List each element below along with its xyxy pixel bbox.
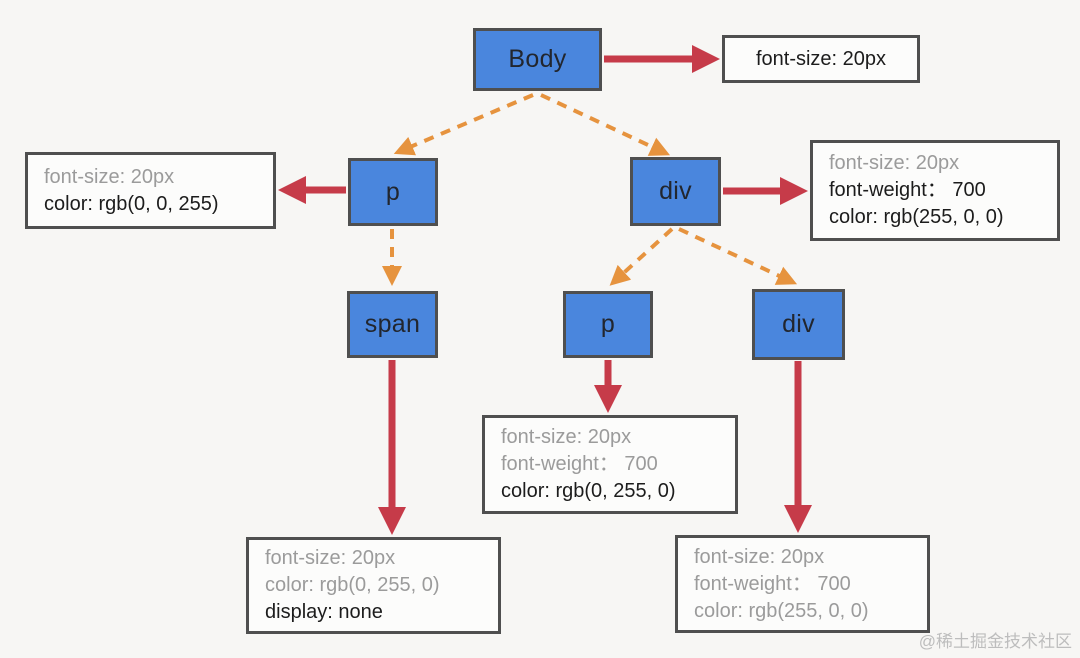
css-rule-line: color: rgb(255, 0, 0) [694,599,869,622]
tree-node-body: Body [473,28,602,91]
css-rule-line: display: none [265,601,383,623]
css-rule-line: font-weight： 700 [501,453,658,475]
style-box-div1: font-size: 20px font-weight： 700 color: … [810,140,1060,241]
style-box-span1: font-size: 20px color: rgb(0, 255, 0) di… [246,537,501,634]
tree-node-label: p [600,310,616,338]
tree-node-label: div [782,310,815,338]
tree-node-p2: p [563,291,653,358]
tree-edge-body-p1 [393,93,534,156]
tree-node-label: Body [508,45,567,73]
tree-node-label: div [659,177,692,205]
css-rule-line: color: rgb(0, 0, 255) [44,192,219,215]
css-rule-line: font-size: 20px [44,165,175,188]
css-rule-line: font-size: 20px [829,152,960,174]
tree-node-div1: div [630,157,721,226]
css-rule-line: color: rgb(0, 255, 0) [265,574,440,596]
css-rule-line: font-size: 20px [694,545,825,568]
css-rule-line: color: rgb(0, 255, 0) [501,480,676,502]
tree-node-div2: div [752,289,845,360]
css-rule-line: font-weight： 700 [694,572,851,595]
css-rule-line: font-size: 20px [501,426,632,448]
css-rule-line: font-size: 20px [755,47,887,70]
tree-node-span1: span [347,291,438,358]
css-rule-line: font-size: 20px [265,547,396,569]
tree-edge-div1-p2 [609,227,674,286]
tree-node-p1: p [348,158,438,226]
tree-edge-div1-div2 [678,227,798,285]
tree-edge-body-div1 [540,93,671,156]
css-rule-line: font-weight： 700 [829,179,986,201]
style-box-p2: font-size: 20px font-weight： 700 color: … [482,415,738,514]
watermark: @稀土掘金技术社区 [918,632,1072,651]
style-box-p1: font-size: 20px color: rgb(0, 0, 255) [25,152,276,229]
style-box-div2: font-size: 20px font-weight： 700 color: … [675,535,930,633]
css-rule-line: color: rgb(255, 0, 0) [829,206,1004,228]
tree-node-label: span [364,310,421,338]
style-box-body: font-size: 20px [722,35,920,83]
tree-node-label: p [385,177,401,206]
